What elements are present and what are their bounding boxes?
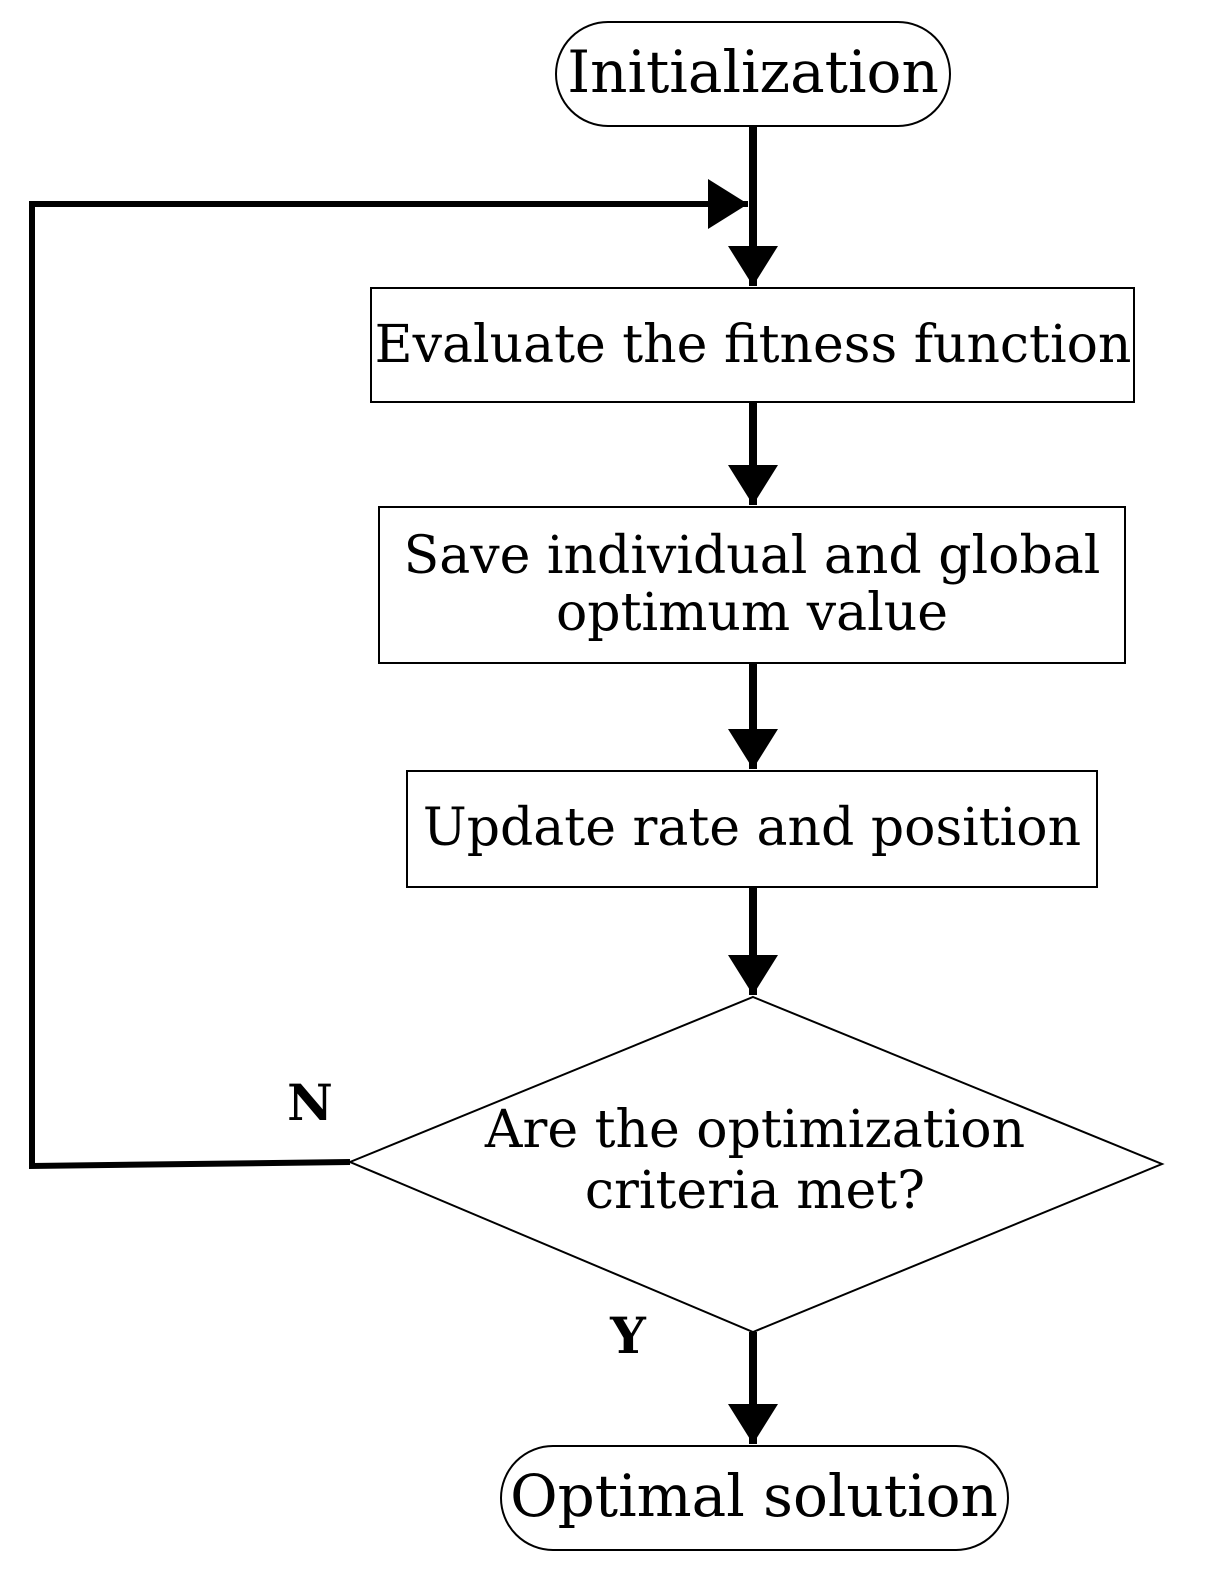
decision-label-line1: Are the optimization xyxy=(484,1100,1025,1160)
save-process-box: Save individual and global optimum value xyxy=(378,506,1126,664)
save-process-label-line2: optimum value xyxy=(556,583,948,643)
yes-branch-label: Y xyxy=(609,1306,647,1365)
evaluate-process-box: Evaluate the fitness function xyxy=(370,287,1135,403)
update-process-box: Update rate and position xyxy=(406,770,1098,888)
update-process-label: Update rate and position xyxy=(423,798,1081,858)
end-terminal: Optimal solution xyxy=(500,1445,1009,1551)
start-terminal: Initialization xyxy=(555,21,951,127)
save-process-label-line1: Save individual and global xyxy=(404,526,1101,586)
end-terminal-label: Optimal solution xyxy=(510,1462,998,1530)
start-terminal-label: Initialization xyxy=(567,38,939,106)
decision-label-line2: criteria met? xyxy=(585,1161,925,1221)
evaluate-process-label: Evaluate the fitness function xyxy=(375,315,1132,375)
loop-back-connector xyxy=(29,179,748,1170)
decision-diamond: Are the optimization criteria met? xyxy=(347,995,1165,1334)
no-branch-label: N xyxy=(287,1073,333,1132)
